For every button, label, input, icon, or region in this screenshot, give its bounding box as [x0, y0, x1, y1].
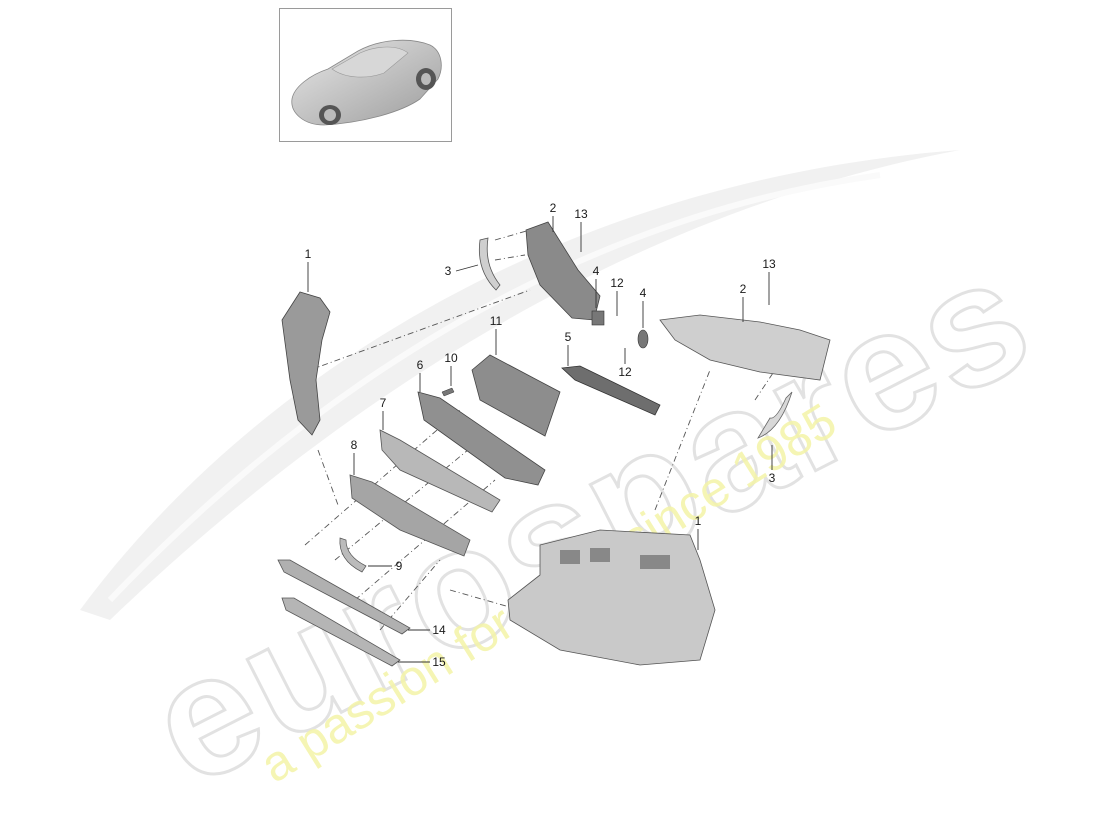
- callout-14[interactable]: 14: [432, 623, 446, 637]
- callout-5[interactable]: 5: [564, 330, 572, 344]
- callout-1[interactable]: 1: [304, 247, 312, 261]
- callout-10[interactable]: 10: [444, 351, 458, 365]
- part-sensor-left[interactable]: [591, 310, 605, 326]
- part-trim-left[interactable]: [478, 237, 501, 291]
- watermark-layer: eurospares a passion for parts since 198…: [80, 150, 1061, 823]
- part-sensor-right[interactable]: [637, 329, 649, 349]
- callout-6[interactable]: 6: [416, 358, 424, 372]
- part-grille-frame-upper[interactable]: [379, 429, 501, 513]
- callout-2[interactable]: 2: [739, 282, 747, 296]
- car-icon: [291, 39, 442, 126]
- callout-12[interactable]: 12: [618, 365, 632, 379]
- callout-2[interactable]: 2: [549, 201, 557, 215]
- part-trim-right[interactable]: [757, 391, 793, 439]
- part-grille-frame-lower[interactable]: [349, 474, 471, 557]
- part-trim-strip-lower[interactable]: [281, 597, 401, 667]
- part-clip[interactable]: [339, 537, 367, 573]
- part-grille-housing-left[interactable]: [525, 221, 601, 321]
- callout-13[interactable]: 13: [574, 207, 588, 221]
- vehicle-thumbnail: [279, 8, 452, 142]
- callout-7[interactable]: 7: [379, 396, 387, 410]
- part-support-bar[interactable]: [561, 365, 661, 416]
- part-screw[interactable]: [441, 387, 455, 397]
- callout-4[interactable]: 4: [639, 286, 647, 300]
- callout-13[interactable]: 13: [762, 257, 776, 271]
- part-grille-housing-right[interactable]: [659, 314, 831, 381]
- watermark-swoosh-icon: [80, 150, 960, 620]
- part-grille-mesh[interactable]: [471, 354, 561, 437]
- callout-3[interactable]: 3: [444, 264, 452, 278]
- callout-3[interactable]: 3: [768, 471, 776, 485]
- callout-9[interactable]: 9: [395, 559, 403, 573]
- part-air-guide[interactable]: [417, 391, 546, 486]
- part-air-duct-left[interactable]: [281, 291, 331, 436]
- part-trim-strip-upper[interactable]: [277, 559, 411, 635]
- callout-15[interactable]: 15: [432, 655, 446, 669]
- part-air-duct-center[interactable]: [507, 529, 716, 666]
- callout-12[interactable]: 12: [610, 276, 624, 290]
- parts-diagram: 1 2 13 3 4 12 4 13 2 11 5 12 10 6 7 3 8 …: [277, 201, 831, 669]
- callout-4[interactable]: 4: [592, 264, 600, 278]
- callout-1[interactable]: 1: [694, 514, 702, 528]
- callout-8[interactable]: 8: [350, 438, 358, 452]
- callout-11[interactable]: 11: [489, 314, 503, 328]
